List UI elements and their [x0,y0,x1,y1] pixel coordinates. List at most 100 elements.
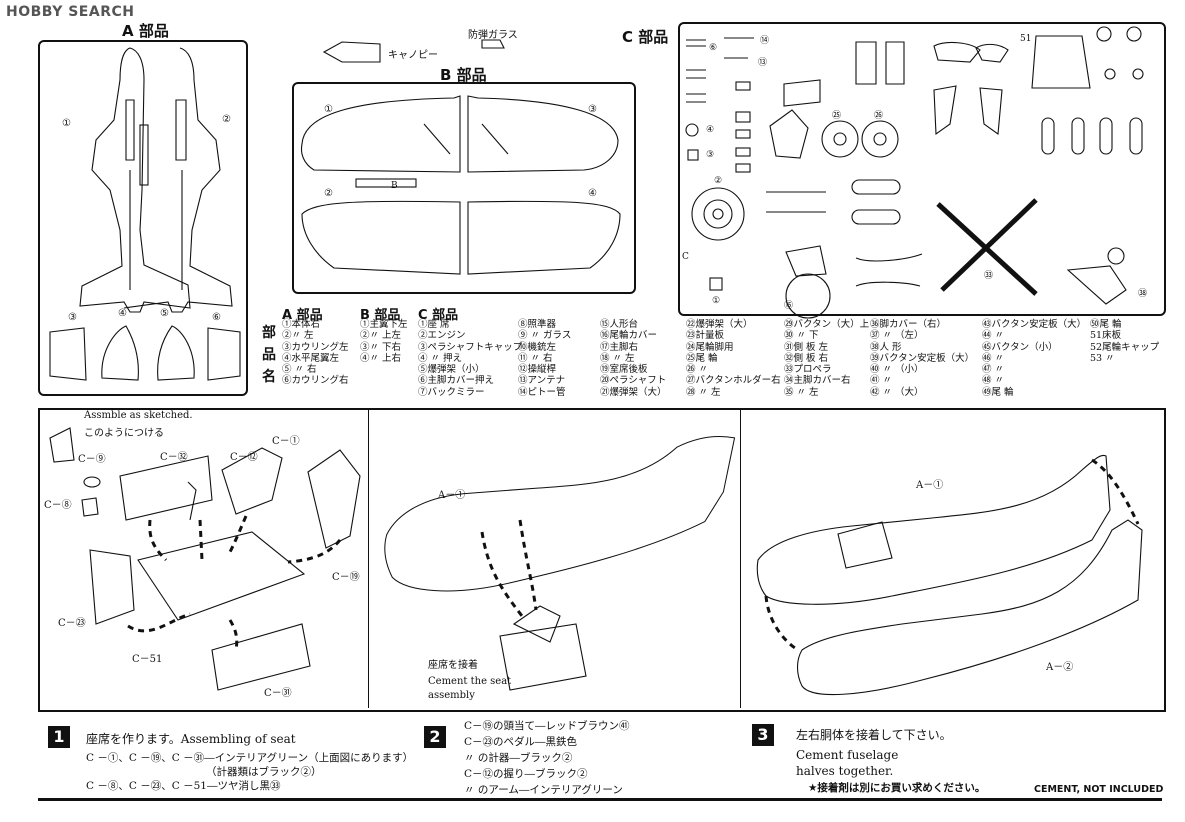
a-part-5-num: ⑤ [160,308,169,319]
label-c8: C－⑧ [44,500,72,511]
step-3-line-2: halves together. [796,764,894,778]
sprue-b-label: B 部品 [440,66,487,84]
c-part-4-num: ④ [706,125,715,135]
sprue-c-label: C 部品 [622,28,669,46]
label-c51: C－51 [132,654,163,665]
side-label-3: 名 [262,369,276,385]
c-part-6-num: ⑥ [709,43,718,53]
parts-col-c5: ㉙バクタン（大）上 ㉚ 〃 下 ㉛側 板 左 ㉜側 板 右 ㉝プロペラ ㉞主脚カ… [784,319,869,398]
label-c9: C－⑨ [78,454,106,465]
step-2-line-5: 〃 のアーム―インテリアグリーン [464,784,623,796]
sprue-a-frame [38,40,248,396]
list-item: ⑫操縦桿 [518,364,557,376]
list-item: ㊴バクタン安定板（大） [870,352,975,364]
p2-label-a1: A－① [438,490,466,501]
list-item: ⑯尾輪カバー [600,330,658,342]
step-2-badge: 2 [424,726,446,748]
list-item: ㊶ 〃 [870,375,893,387]
panel2-fuselage-seat-drawing [384,435,736,691]
c-part-3-num: ③ [706,150,715,160]
list-item: ㊻ 〃 [982,352,1005,364]
list-item: ④〃 上右 [360,352,402,364]
parts-col-c7: ㊸バクタン安定板（大） ㊹ 〃 ㊺バクタン（小） ㊻ 〃 ㊼ 〃 ㊽ 〃 ㊾尾 … [982,319,1086,398]
list-item: ⑦バックミラー [418,386,485,398]
footer-note-en: CEMENT, NOT INCLUDED [1034,784,1164,795]
glass-label: 防弾ガラス [468,30,518,41]
list-item: ㉒爆弾架（大） [686,319,753,330]
list-item: ㉔尾輪脚用 [686,341,734,353]
b-part-1-num: ① [324,104,333,115]
list-item: ㊽ 〃 [982,375,1005,387]
parts-table-header-b: B 部品 [360,308,401,323]
sprue-c-parts-drawing [685,26,1144,319]
list-item: ㊳人 形 [870,341,902,353]
parts-col-c2: ⑧照準器 ⑨ 〃 ガラス ⑩機銃左 ⑪ 〃 右 ⑫操縦桿 ⑬アンテナ ⑭ピトー管 [518,319,571,398]
parts-col-a: ①本体右 ②〃 左 ③カウリング左 ④水平尾翼左 ⑤ 〃 右 ⑥カウリング右 [282,319,349,387]
list-item: 53 〃 [1090,352,1115,364]
list-item: ①主翼下左 [360,319,408,330]
label-c12: C－⑫ [230,452,258,463]
list-item: ㉑爆弾架（大） [600,386,667,398]
label-c19: C－⑲ [332,572,360,583]
side-label-2: 品 [262,347,276,363]
footer-rule [38,798,1162,801]
list-item: ④ 〃 押え [418,352,463,364]
step-1-line-1: C －①、C －⑲、C －㉛―インテリアグリーン（上面図にあります） [86,752,414,764]
parts-table-header-c: C 部品 [418,308,459,323]
list-item: ③ペラシャフトキャップ [418,341,523,353]
parts-col-b: ①主翼下左 ②〃 上左 ③〃 下右 ④〃 上右 [360,319,408,364]
sprue-a-label: A 部品 [122,22,169,40]
list-item: ⑥カウリング右 [282,375,349,387]
list-item: ㉙バクタン（大）上 [784,319,870,330]
assembly-frame [38,408,1166,712]
p2-label-seat-jp: 座席を接着 [428,660,478,671]
label-c1: C－① [272,436,300,447]
list-item: ㉟ 〃 左 [784,386,819,398]
list-item: ㉕尾 輪 [686,352,718,364]
sprue-c-marker: C [682,252,689,262]
list-item: ①本体右 [282,319,321,330]
list-item: ㊵ 〃 （小） [870,364,924,376]
c-part-25-num: ㉕ [832,111,842,121]
list-item: ㉖ 〃 [686,364,709,376]
list-item: 52尾輪キャップ [1090,341,1160,353]
assembly-divider-1 [368,410,369,708]
b-part-2-num: ② [324,188,333,199]
list-item: ②エンジン [418,330,466,342]
list-item: ㊾尾 輪 [982,386,1014,398]
sprue-b-frame [292,82,636,294]
list-item: ㊷ 〃 （大） [870,386,924,398]
list-item: ⑤ 〃 右 [282,364,317,376]
list-item: ⑩機銃左 [518,341,557,353]
list-item: ⑳ペラシャフト [600,375,667,387]
c-part-14-num: ⑭ [760,36,770,46]
c-part-1-num: ① [712,296,721,306]
a-part-4-num: ④ [118,308,127,319]
step-1-badge: 1 [48,726,70,748]
list-item: ㊱脚カバー（右） [870,319,947,330]
list-item: ㉛側 板 左 [784,341,829,353]
b-part-3-num: ③ [588,104,597,115]
c-part-2-num: ② [714,176,723,186]
panel1-seat-assembly-drawing [49,427,361,691]
a-part-1-num: ① [62,118,71,129]
list-item: ③〃 下右 [360,341,402,353]
a-part-2-num: ② [222,114,231,125]
sprue-c-frame [678,22,1166,316]
parts-table-side-label: 部 品 名 [262,322,276,388]
sprue-b-wings-drawing [300,95,621,275]
list-item: ㉞主脚カバー右 [784,375,851,387]
label-c31: C－㉛ [264,688,292,699]
list-item: ㊺バクタン（小） [982,341,1058,353]
side-label-1: 部 [262,325,276,341]
step-2-line-4: C－⑫の握り―ブラック② [464,768,588,780]
list-item: ㉘ 〃 左 [686,386,721,398]
sprue-b-marker: B [391,181,398,191]
list-item: ⑪ 〃 右 [518,352,553,364]
step-3-title: 左右胴体を接着して下さい。 [796,728,952,742]
parts-col-c8: ㊿尾 輪 51床板 52尾輪キャップ 53 〃 [1090,319,1159,364]
list-item: ③カウリング左 [282,341,349,353]
parts-col-c6: ㊱脚カバー（右） ㊲ 〃 （左） ㊳人 形 ㊴バクタン安定板（大） ㊵ 〃 （小… [870,319,974,398]
list-item: ㊸バクタン安定板（大） [982,319,1087,330]
list-item: ㊹ 〃 [982,330,1005,342]
